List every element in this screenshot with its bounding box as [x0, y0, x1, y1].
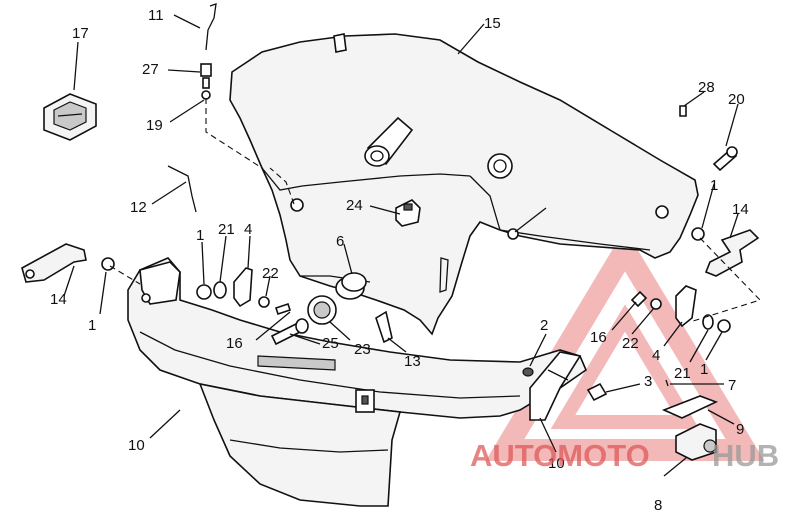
washer-part-22-a — [258, 296, 270, 308]
callout-28: 28 — [698, 79, 715, 96]
wire-link-part-11 — [205, 3, 217, 51]
washer-left-1 — [101, 257, 115, 271]
grommet-part-23 — [307, 295, 337, 325]
nut-part-1-a — [196, 284, 212, 300]
callout-14-left: 14 — [50, 291, 67, 308]
lock-part-8 — [675, 423, 717, 461]
callout-21-a: 21 — [218, 221, 235, 238]
callout-22-b: 22 — [622, 335, 639, 352]
callout-16-b: 16 — [590, 329, 607, 346]
pin-part-25 — [270, 318, 309, 346]
rod-part-12 — [167, 165, 197, 213]
pin-stack-27-19 — [200, 63, 212, 100]
callout-20: 20 — [728, 91, 745, 108]
callout-4-a: 4 — [244, 221, 252, 238]
washer-part-22-b — [650, 298, 662, 310]
callout-16-a: 16 — [226, 335, 243, 352]
callout-10-a: 10 — [128, 437, 145, 454]
callout-3: 3 — [644, 373, 652, 390]
callout-17: 17 — [72, 25, 89, 42]
callout-1-left: 1 — [88, 317, 96, 334]
watermark-text: AUTOMOTO HUB — [470, 438, 779, 473]
nut-part-1-b — [717, 319, 731, 333]
callout-6: 6 — [336, 233, 344, 250]
callout-24: 24 — [346, 197, 363, 214]
callout-7: 7 — [728, 377, 736, 394]
intake-tube — [364, 116, 414, 167]
callout-8: 8 — [654, 497, 662, 514]
bracket-part-4-b — [675, 285, 697, 328]
callout-23: 23 — [354, 341, 371, 358]
alignment-dash-lines — [109, 167, 762, 323]
washer-right-1 — [691, 227, 705, 241]
clip-part-24 — [395, 199, 421, 227]
nut-part-28 — [679, 105, 687, 117]
watermark-text-grey: HUB — [712, 438, 779, 473]
clip-part-13 — [375, 310, 393, 344]
callout-1-right: 1 — [710, 177, 718, 194]
callout-12: 12 — [130, 199, 147, 216]
callout-4-b: 4 — [652, 347, 660, 364]
screw-part-16-a — [274, 302, 292, 316]
grommet-part-6 — [335, 272, 367, 300]
callout-13: 13 — [404, 353, 421, 370]
callout-25: 25 — [322, 335, 339, 352]
watermark-text-red: AUTOMOTO — [470, 438, 650, 473]
watermark-logo — [485, 228, 765, 461]
bracket-part-4-a — [233, 267, 253, 308]
washer-part-21-b — [702, 314, 714, 330]
grommet-part-17 — [43, 93, 97, 141]
gasket-part-9 — [661, 395, 719, 419]
callout-labels: 17 11 27 19 15 28 20 12 24 1 21 4 6 1 14… — [50, 7, 749, 514]
nut-part-2 — [522, 367, 534, 377]
callout-22-a: 22 — [262, 265, 279, 282]
callout-15: 15 — [484, 15, 501, 32]
callout-10-b: 10 — [548, 455, 565, 472]
screw-part-3 — [586, 382, 608, 402]
callout-9: 9 — [736, 421, 744, 438]
washer-part-21-a — [213, 281, 227, 299]
leader-lines — [63, 14, 739, 477]
callout-21-b: 21 — [674, 365, 691, 382]
callout-2: 2 — [540, 317, 548, 334]
screw-part-20 — [712, 146, 738, 172]
callout-11: 11 — [148, 7, 164, 24]
callout-19: 19 — [146, 117, 163, 134]
callout-1-b: 1 — [700, 361, 708, 378]
callout-1-a: 1 — [196, 227, 204, 244]
pin-part-7 — [665, 379, 669, 387]
latch-handle-left — [21, 243, 87, 283]
lower-cowl — [127, 257, 587, 507]
upper-cowl — [229, 33, 699, 336]
callout-14-right: 14 — [732, 201, 749, 218]
callout-27: 27 — [142, 61, 159, 78]
latch-handle-right — [704, 229, 760, 277]
